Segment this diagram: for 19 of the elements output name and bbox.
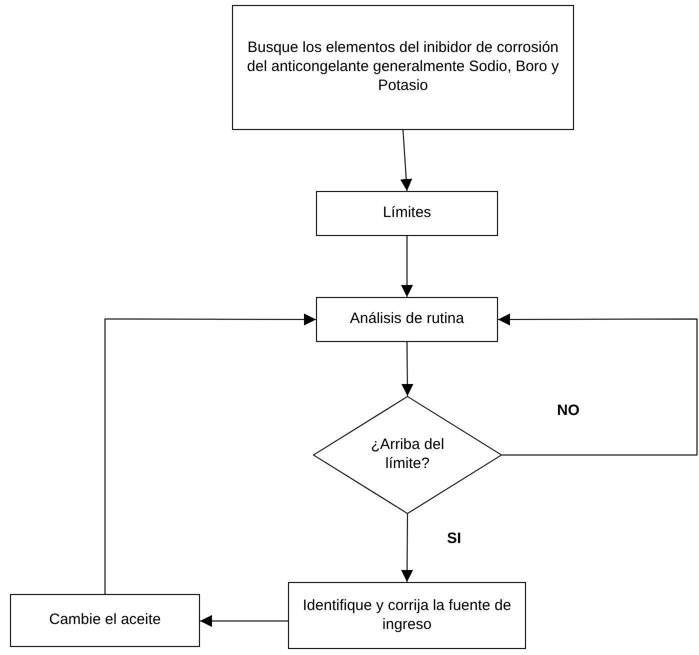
arrow [401, 236, 413, 298]
node-text: Cambie el aceite [49, 611, 161, 630]
node-text: Análisis de rutina [350, 310, 464, 329]
arrow [200, 615, 288, 627]
arrow [401, 342, 414, 396]
arrow [400, 130, 412, 192]
process-box [316, 297, 498, 342]
process-box [232, 5, 574, 130]
arrow [401, 514, 414, 582]
node-text: Identifique y corrija la fuente de ingreso [302, 596, 512, 634]
node-text: Busque los elementos del inibidor de corrosión del anticongelante generalmente Sodio, Boro y Potasio [246, 39, 560, 96]
arrow [498, 313, 698, 456]
node-text: ¿Arriba del límite? [370, 436, 446, 474]
process-box [288, 582, 526, 649]
process-box [316, 191, 498, 236]
process-box [10, 594, 200, 647]
decision-diamond [313, 396, 502, 514]
arrow [104, 313, 316, 594]
node-text: Límites [382, 204, 432, 223]
